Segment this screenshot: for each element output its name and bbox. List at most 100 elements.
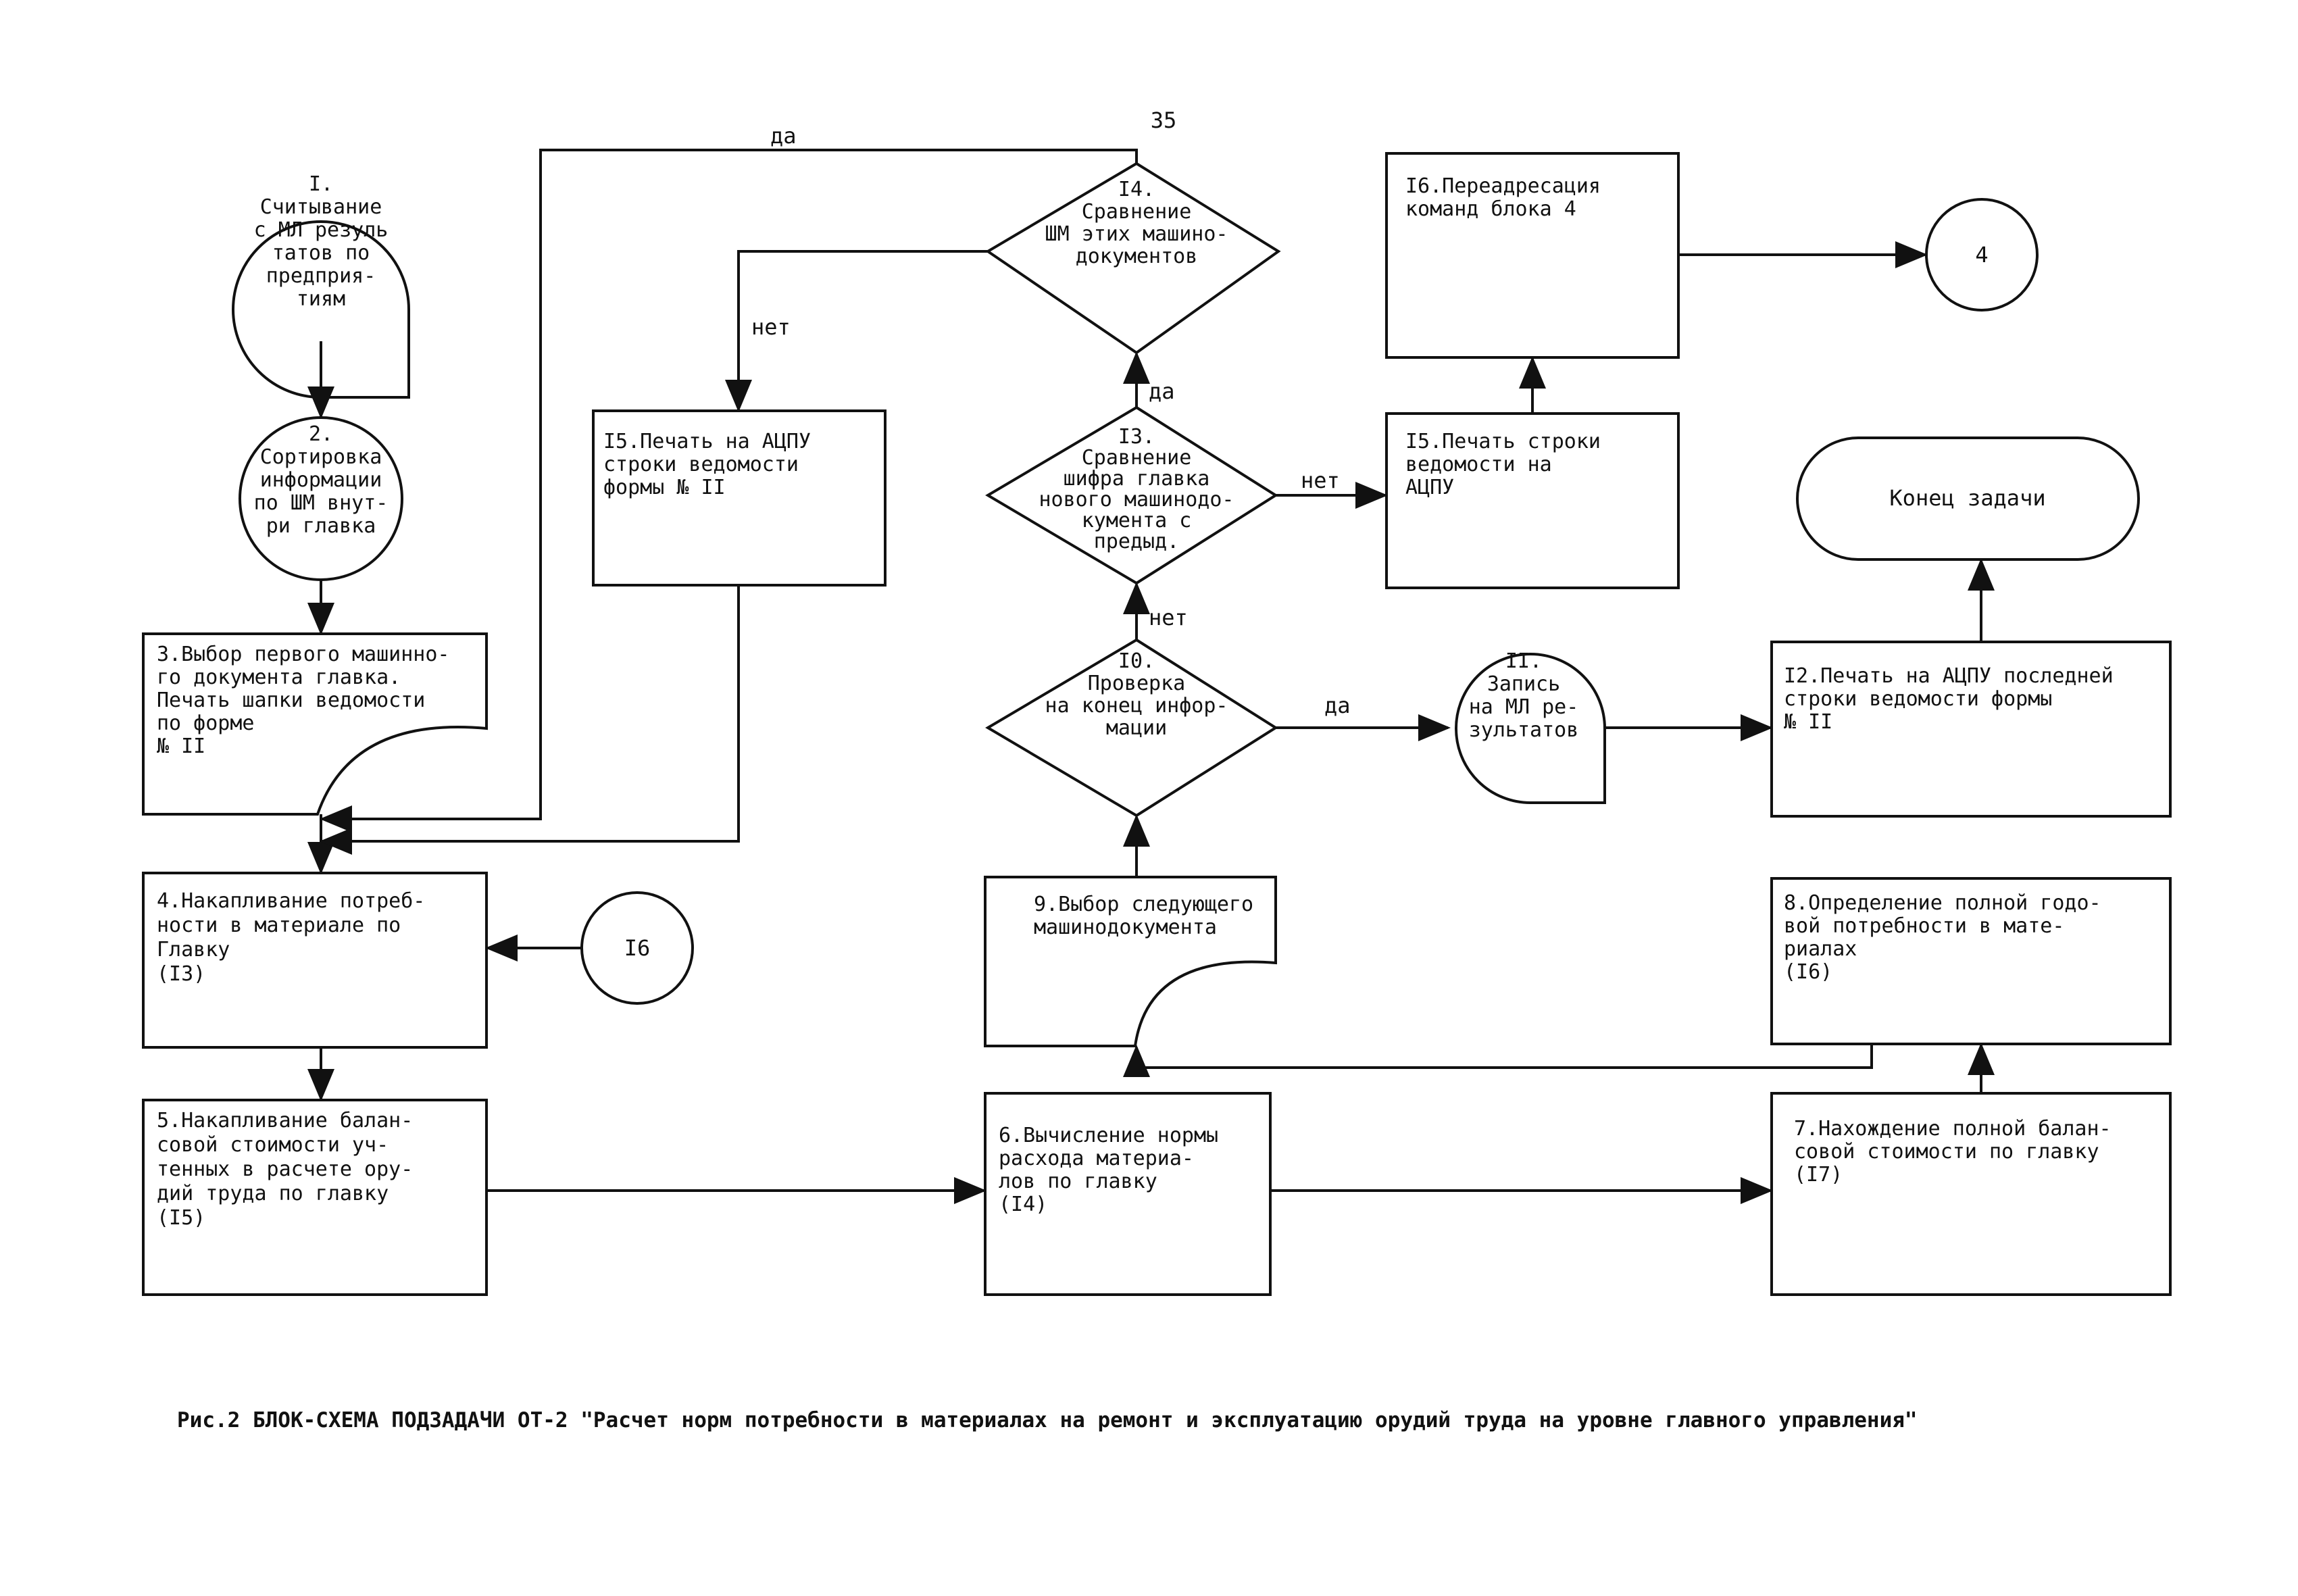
node-n6-line: расхода материа- <box>999 1147 1194 1170</box>
node-n5-line: (I5) <box>157 1206 205 1230</box>
node-n4-line: Главку <box>157 938 230 962</box>
node-n7-line: совой стоимости по главку <box>1794 1140 2099 1164</box>
node-n7-line: 7.Нахождение полной балан- <box>1794 1117 2112 1141</box>
node-n15a-line: I5.Печать на АЦПУ <box>603 430 811 453</box>
node-n11-line: на МЛ ре- <box>1469 695 1579 719</box>
node-n5-line: тенных в расчете ору- <box>157 1157 413 1181</box>
node-n8-line: риалах <box>1784 937 1857 961</box>
node-n8-line: (I6) <box>1784 960 1832 984</box>
edge-14-yes-loop <box>320 149 1138 832</box>
node-n2-line: ри главка <box>266 514 376 538</box>
edge-13-no-label: нет <box>1301 468 1340 493</box>
edge-10-yes-label: да <box>1324 693 1351 718</box>
node-n13-line: нового машинодо- <box>1039 488 1234 512</box>
node-n8-line: 8.Определение полной годо- <box>1784 891 2101 915</box>
node-n10-line: I0. <box>1118 649 1155 673</box>
node-n3-line: № II <box>157 734 205 758</box>
node-n15b-line: АЦПУ <box>1405 476 1454 499</box>
node-n3-line: 3.Выбор первого машинно- <box>157 643 449 666</box>
node-7-full-balance: 7.Нахождение полной балан-совой стоимост… <box>1770 1092 2172 1296</box>
node-n10-line: Проверка <box>1088 672 1186 695</box>
edge-14-yes-label: да <box>770 123 797 149</box>
node-n15b-line: ведомости на <box>1405 453 1552 476</box>
node-n16-line: I6.Переадресация <box>1405 174 1601 198</box>
node-n8-text: 8.Определение полной годо-вой потребност… <box>1784 891 2101 984</box>
node-n2-line: 2. <box>309 422 333 446</box>
node-n1-line: с МЛ резуль <box>254 218 389 242</box>
node-8-annual-need: 8.Определение полной годо-вой потребност… <box>1770 877 2172 1045</box>
node-n7-text: 7.Нахождение полной балан-совой стоимост… <box>1794 1117 2112 1187</box>
node-n13-line: кумента с <box>1082 509 1192 532</box>
node-n5-line: 5.Накапливание балан- <box>157 1109 413 1132</box>
node-n14-line: ШМ этих машино- <box>1045 222 1228 246</box>
node-n15a-line: строки ведомости <box>603 453 799 476</box>
node-n13-line: предыд. <box>1094 530 1179 553</box>
node-n1-line: татов по <box>272 241 370 265</box>
node-n5-text: 5.Накапливание балан-совой стоимости уч-… <box>157 1109 413 1230</box>
node-n3-text: 3.Выбор первого машинно-го документа гла… <box>157 643 449 758</box>
edge-8-to-9 <box>1123 1044 1873 1077</box>
node-n15a-line: формы № II <box>603 476 726 499</box>
node-n4-line: (I3) <box>157 962 205 986</box>
node-n15b-line: I5.Печать строки <box>1405 430 1601 453</box>
node-n16-line: команд блока 4 <box>1405 197 1576 221</box>
connector-16-label: I6 <box>624 935 651 961</box>
edge-13-yes-label: да <box>1149 378 1175 404</box>
end-task-label: Конец задачи <box>1889 485 2045 511</box>
node-n1-line: I. <box>309 172 333 196</box>
node-n3-line: Печать шапки ведомости <box>157 689 425 712</box>
node-n2-line: по ШМ внут- <box>254 491 389 515</box>
node-n9-line: 9.Выбор следующего <box>1034 893 1253 916</box>
node-n4-line: ности в материале по <box>157 914 401 937</box>
node-n2-line: Сортировка <box>260 445 382 469</box>
node-n1-line: предприя- <box>266 264 376 288</box>
node-n13-line: Сравнение <box>1082 446 1192 470</box>
node-5-accumulate-balance: 5.Накапливание балан-совой стоимости уч-… <box>142 1099 488 1296</box>
node-n6-line: (I4) <box>999 1193 1047 1216</box>
node-n6-line: лов по главку <box>999 1170 1157 1193</box>
node-n10-line: мации <box>1106 716 1167 740</box>
node-n14-line: документов <box>1076 245 1198 268</box>
node-n8-line: вой потребности в мате- <box>1784 914 2064 938</box>
node-n5-line: дий труда по главку <box>157 1182 389 1205</box>
node-end-task: Конец задачи <box>1796 437 2140 561</box>
node-n4-line: 4.Накапливание потреб- <box>157 889 425 913</box>
connector-4: 4 <box>1925 198 2039 311</box>
node-n14-line: Сравнение <box>1082 200 1192 224</box>
node-n12-line: строки ведомости формы <box>1784 687 2052 711</box>
node-n1-line: тиям <box>297 287 345 311</box>
node-n13-line: шифра главка <box>1064 467 1210 491</box>
node-n3-line: го документа главка. <box>157 666 401 689</box>
edge-10-no-label: нет <box>1149 605 1188 630</box>
node-n14-line: I4. <box>1118 178 1155 201</box>
connector-4-label: 4 <box>1975 242 1988 268</box>
node-n7-line: (I7) <box>1794 1163 1843 1187</box>
node-n9-line: машинодокумента <box>1034 916 1217 939</box>
connector-16: I6 <box>580 891 694 1005</box>
node-n11-line: II. <box>1505 649 1542 673</box>
node-n11-line: Запись <box>1487 672 1560 696</box>
node-n13-line: I3. <box>1118 425 1155 449</box>
node-n12-line: I2.Печать на АЦПУ последней <box>1784 664 2114 688</box>
